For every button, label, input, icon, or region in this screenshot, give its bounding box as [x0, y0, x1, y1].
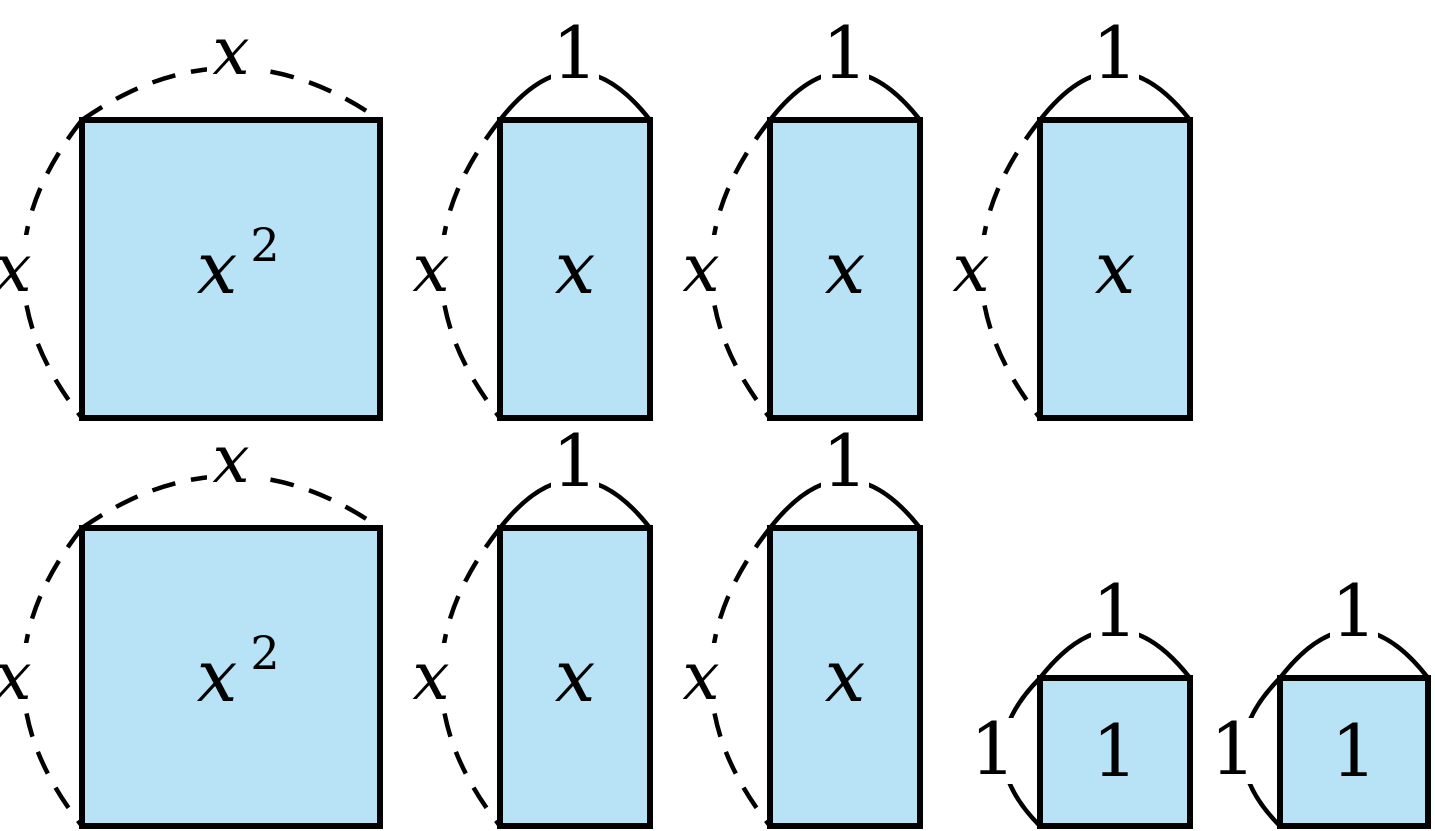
height-label: x — [682, 638, 719, 715]
tile-rect — [767, 525, 923, 829]
tile-x-r1-c4: 1 x x — [947, 11, 1193, 421]
tile-rect — [1037, 675, 1193, 829]
height-label: x — [0, 638, 32, 715]
tile-x-r1-c2: 1 x x — [407, 11, 653, 421]
tile-x-r2-c3: 1 x x — [677, 419, 923, 829]
area-label: 1 — [1092, 709, 1138, 793]
tile-rect — [79, 117, 383, 421]
label-knockout — [551, 18, 599, 84]
area-label: 1 — [1331, 709, 1377, 793]
label-knockout — [551, 426, 599, 492]
width-label: 1 — [1092, 11, 1138, 95]
tile-rect — [497, 117, 653, 421]
label-knockout — [407, 643, 455, 709]
label-knockout — [821, 18, 869, 84]
tile-x-r1-c3: 1 x x — [677, 11, 923, 421]
area-label: x — [197, 226, 238, 310]
tile-rect — [497, 525, 653, 829]
label-knockout — [969, 718, 1017, 784]
height-label: x — [682, 230, 719, 307]
label-knockout — [207, 14, 255, 80]
label-knockout — [677, 235, 725, 301]
area-exponent: 2 — [250, 626, 279, 680]
tile-rect — [1037, 117, 1193, 421]
height-label: x — [0, 230, 32, 307]
area-label: x — [555, 226, 596, 310]
width-label: x — [212, 421, 249, 498]
label-knockout — [0, 643, 37, 709]
label-knockout — [1091, 576, 1139, 642]
label-knockout — [1209, 718, 1257, 784]
width-label: x — [212, 13, 249, 90]
area-label: x — [1095, 226, 1136, 310]
label-knockout — [207, 422, 255, 488]
tile-rect — [767, 117, 923, 421]
label-knockout — [947, 235, 995, 301]
width-label: 1 — [1092, 569, 1138, 653]
tile-rect — [1277, 675, 1431, 829]
width-label: 1 — [822, 419, 868, 503]
label-knockout — [821, 426, 869, 492]
label-knockout — [1091, 18, 1139, 84]
tile-rect — [79, 525, 383, 829]
height-label: x — [412, 230, 449, 307]
area-label: x — [825, 226, 866, 310]
label-knockout — [677, 643, 725, 709]
area-label: x — [555, 634, 596, 718]
area-label: x — [197, 634, 238, 718]
area-label: x — [825, 634, 866, 718]
tile-x-r2-c2: 1 x x — [407, 419, 653, 829]
label-knockout — [0, 235, 37, 301]
height-label: x — [952, 230, 989, 307]
height-label: 1 — [970, 707, 1016, 791]
width-label: 1 — [822, 11, 868, 95]
width-label: 1 — [1331, 569, 1377, 653]
area-exponent: 2 — [250, 218, 279, 272]
label-knockout — [1330, 576, 1378, 642]
height-label: 1 — [1210, 707, 1256, 791]
width-label: 1 — [552, 11, 598, 95]
height-label: x — [412, 638, 449, 715]
width-label: 1 — [552, 419, 598, 503]
label-knockout — [407, 235, 455, 301]
